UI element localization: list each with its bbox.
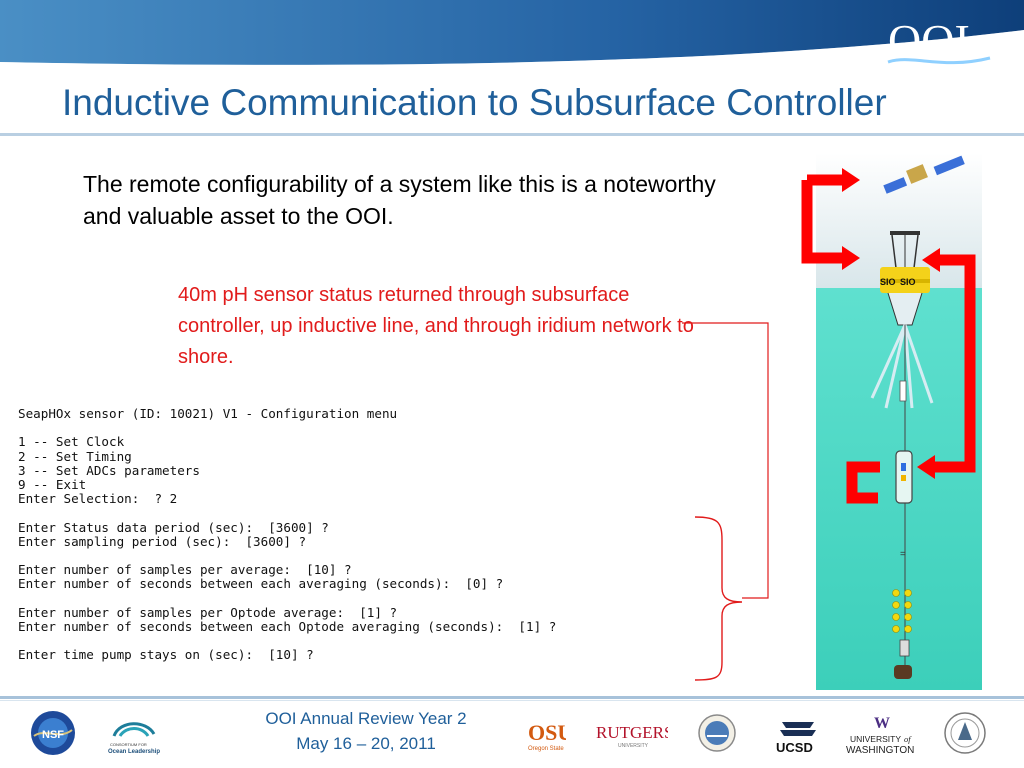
svg-text:UNIVERSITY: UNIVERSITY (618, 743, 649, 749)
footer-line-1: OOI Annual Review Year 2 (265, 709, 467, 728)
svg-text:Ocean Leadership: Ocean Leadership (108, 749, 160, 755)
subsurface-controller-icon (895, 450, 913, 504)
ocean-leadership-logo: CONSORTIUM FOR Ocean Leadership (106, 714, 164, 756)
terminal-line: 1 -- Set Clock (18, 434, 125, 450)
svg-text:of: of (904, 734, 912, 744)
footer-line-2: May 16 – 20, 2011 (296, 734, 436, 753)
terminal-line: Enter sampling period (sec): [3600] ? (18, 533, 307, 549)
satellite-icon (883, 155, 965, 194)
terminal-line: 3 -- Set ADCs parameters (18, 462, 200, 478)
mooring-illustration: SIO SIO = (816, 153, 982, 690)
terminal-output: SeapHOx sensor (ID: 10021) V1 - Configur… (18, 406, 718, 663)
osu-logo: OSU Oregon State (526, 712, 573, 756)
rutgers-logo: RUTGERS UNIVERSITY (596, 718, 673, 750)
terminal-line: SeapHOx sensor (ID: 10021) V1 - Configur… (18, 406, 398, 421)
terminal-blank-line (18, 421, 718, 435)
svg-text:W: W (874, 715, 890, 732)
header-band (0, 0, 1024, 70)
ucsd-logo: UCSD (770, 714, 826, 756)
terminal-line: 2 -- Set Timing (18, 448, 132, 464)
callout-text: 40m pH sensor status returned through su… (178, 284, 694, 368)
terminal-blank-line (18, 549, 718, 563)
intro-paragraph: The remote configurability of a system l… (83, 171, 716, 229)
anchor-icon (894, 665, 912, 679)
terminal-line: Enter number of samples per average: [10… (18, 562, 352, 578)
terminal-blank-line (18, 506, 718, 520)
nsf-logo: NSF (30, 710, 76, 756)
svg-text:CONSORTIUM FOR: CONSORTIUM FOR (110, 742, 147, 747)
ooi-logo: OOI (882, 14, 1002, 74)
buoy-icon (880, 231, 930, 326)
terminal-line: Enter number of samples per Optode avera… (18, 604, 398, 620)
terminal-line: Enter time pump stays on (sec): [10] ? (18, 647, 314, 663)
svg-text:NSF: NSF (42, 729, 64, 741)
terminal-line: Enter number of seconds between each ave… (18, 576, 504, 592)
title-divider (0, 133, 1024, 136)
buoy-label-left: SIO (880, 277, 896, 287)
slide-title: Inductive Communication to Subsurface Co… (62, 82, 887, 123)
svg-text:Oregon State: Oregon State (528, 746, 564, 752)
svg-text:WASHINGTON: WASHINGTON (846, 745, 914, 756)
svg-text:RUTGERS: RUTGERS (596, 723, 668, 742)
ooi-logo-text: OOI (888, 15, 970, 66)
university-seal-logo (698, 714, 736, 752)
whoi-seal-logo (944, 712, 986, 754)
svg-text:UNIVERSITY: UNIVERSITY (850, 734, 901, 744)
float-cluster-icon (892, 589, 912, 633)
footer-divider (0, 696, 1024, 699)
uw-logo: W UNIVERSITY of WASHINGTON (844, 712, 922, 756)
terminal-line: Enter Status data period (sec): [3600] ? (18, 519, 329, 535)
terminal-blank-line (18, 634, 718, 648)
terminal-line: 9 -- Exit (18, 477, 87, 492)
terminal-line: Enter number of seconds between each Opt… (18, 618, 557, 634)
buoy-label: SIO (900, 277, 916, 287)
svg-text:OSU: OSU (528, 720, 566, 745)
footer-caption: OOI Annual Review Year 2 May 16 – 20, 20… (230, 706, 502, 756)
terminal-blank-line (18, 592, 718, 606)
svg-text:UCSD: UCSD (776, 740, 813, 755)
svg-text:=: = (900, 549, 906, 560)
terminal-line: Enter Selection: ? 2 (18, 491, 178, 507)
